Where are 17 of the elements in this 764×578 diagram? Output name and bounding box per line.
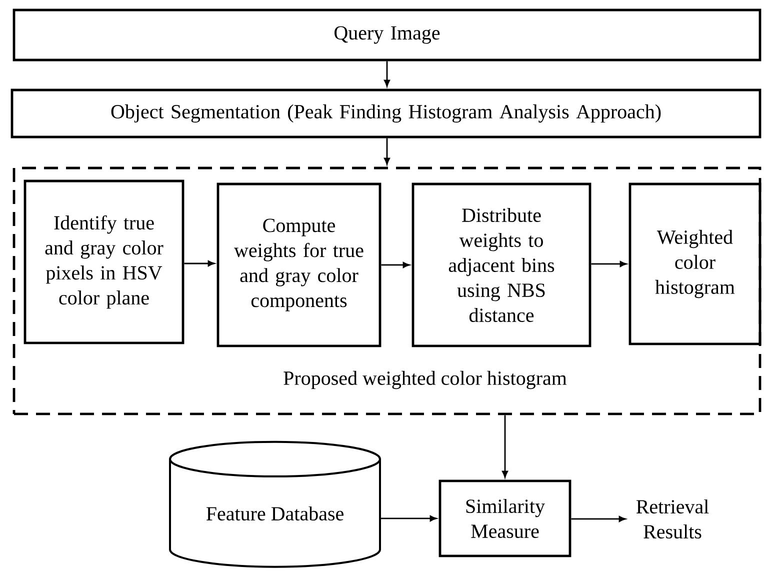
process-box: Weighted color histogram <box>628 182 762 346</box>
arrow <box>381 516 437 522</box>
arrow <box>384 61 390 87</box>
process-box: Distribute weights to adjacent bins using NBS distance <box>412 182 592 348</box>
arrow <box>384 138 390 165</box>
arrow <box>591 261 627 267</box>
arrow <box>571 516 626 522</box>
process-box: Compute weights for true and gray color components <box>216 182 382 348</box>
process-box: Object Segmentation (Peak Finding Histogram Analysis Approach) <box>10 88 762 138</box>
arrow <box>381 262 410 268</box>
arrow <box>184 260 215 266</box>
database-cylinder: Feature Database <box>169 440 381 568</box>
process-box: Similarity Measure <box>438 480 572 558</box>
process-box: Identify true and gray color pixels in HSV color plane <box>24 180 184 344</box>
arrow <box>502 415 508 478</box>
output-text: Retrieval Results <box>636 499 709 539</box>
process-box: Query Image <box>12 8 762 62</box>
